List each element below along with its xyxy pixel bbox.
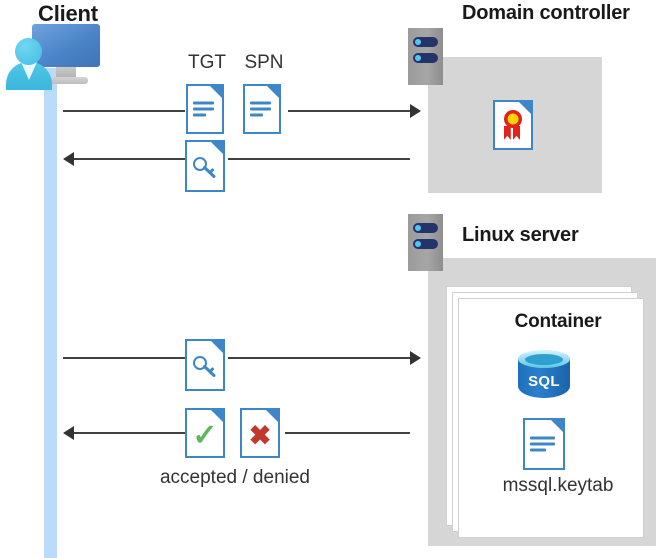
doc-line — [250, 107, 271, 111]
doc-line — [250, 113, 264, 117]
doc-fold-icon — [209, 339, 225, 355]
monitor-neck-icon — [56, 67, 76, 79]
doc-fold-icon — [208, 84, 224, 100]
kerberos-ticket-document-icon — [185, 140, 225, 192]
seal-ribbon-icon — [503, 126, 511, 140]
keytab-document-icon — [523, 418, 565, 470]
check-icon: ✓ — [192, 419, 218, 452]
doc-fold-icon — [517, 100, 533, 116]
flow-3-line-left — [63, 357, 185, 359]
client-lifeline — [44, 68, 57, 558]
flow-2-line-left — [74, 158, 185, 160]
seal-center-icon — [507, 113, 519, 125]
monitor-screen-icon — [32, 24, 100, 67]
denied-document-icon: ✖ — [240, 408, 280, 458]
person-collar-icon — [21, 62, 37, 80]
flow-4-line-left — [74, 432, 185, 434]
domain-controller-title: Domain controller — [462, 2, 630, 24]
doc-line — [193, 113, 207, 117]
flow-4-arrowhead — [63, 426, 74, 440]
client-title: Client — [38, 1, 98, 26]
doc-lines — [193, 99, 214, 120]
doc-line — [530, 448, 546, 452]
accepted-denied-label: accepted / denied — [159, 467, 310, 488]
server-bay-icon — [413, 37, 438, 47]
doc-fold-icon — [209, 140, 225, 156]
flow-3-line-right — [228, 357, 410, 359]
tgt-label: TGT — [188, 52, 226, 73]
flow-1-line-right — [288, 110, 410, 112]
key-icon — [193, 157, 216, 179]
doc-line — [193, 101, 214, 105]
doc-line — [530, 442, 555, 446]
kerberos-ticket-document-icon — [185, 339, 225, 391]
spn-document-icon — [243, 84, 281, 134]
domain-controller-server-icon — [408, 28, 443, 85]
flow-2-arrowhead — [63, 152, 74, 166]
linux-server-title: Linux server — [462, 224, 579, 246]
doc-line — [250, 101, 271, 105]
spn-label: SPN — [244, 52, 284, 73]
doc-fold-icon — [265, 84, 281, 100]
flow-2-line-right — [228, 158, 410, 160]
linux-server-icon — [408, 214, 443, 271]
doc-lines — [530, 434, 555, 455]
seal-ribbon-icon — [513, 126, 520, 140]
certificate-document-icon — [493, 100, 533, 150]
person-head-icon — [15, 38, 42, 65]
flow-1-arrowhead — [410, 104, 421, 118]
flow-1-line-left — [63, 110, 185, 112]
key-icon — [193, 356, 216, 378]
doc-fold-icon — [549, 418, 565, 434]
server-bay-icon — [413, 223, 438, 233]
monitor-base-icon — [44, 77, 88, 84]
keytab-filename-label: mssql.keytab — [502, 475, 614, 496]
x-icon: ✖ — [248, 420, 272, 451]
tgt-document-icon — [186, 84, 224, 134]
doc-line — [530, 436, 555, 440]
container-title: Container — [514, 311, 602, 332]
server-bay-icon — [413, 53, 438, 63]
cylinder-inner — [525, 354, 563, 365]
accepted-document-icon: ✓ — [185, 408, 225, 458]
client-workstation-icon — [6, 24, 102, 90]
sql-badge-label: SQL — [528, 373, 560, 390]
doc-line — [193, 107, 214, 111]
doc-fold-icon — [264, 408, 280, 424]
doc-lines — [250, 99, 271, 120]
sql-database-icon: SQL — [518, 348, 570, 404]
flow-3-arrowhead — [410, 351, 421, 365]
server-bay-icon — [413, 239, 438, 249]
flow-4-line-right — [285, 432, 410, 434]
doc-fold-icon — [209, 408, 225, 424]
